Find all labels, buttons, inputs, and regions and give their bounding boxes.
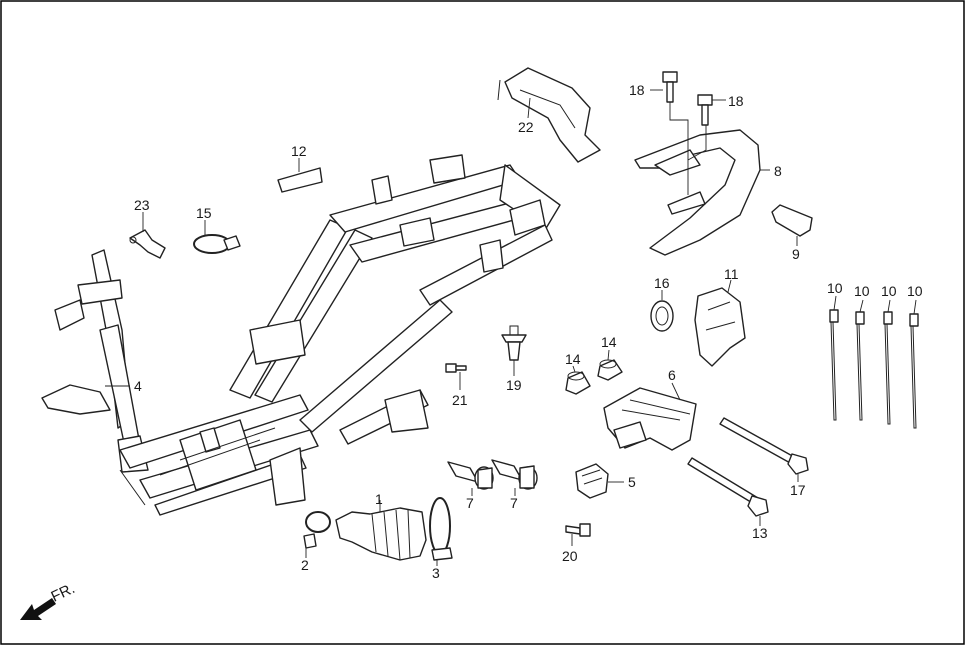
part-3-clamp [429, 497, 453, 566]
callout-9: 9 [792, 246, 800, 262]
part-6-bracket [603, 382, 697, 451]
part-5-block [575, 463, 624, 499]
callout-13: 13 [752, 525, 768, 541]
callout-18b: 18 [728, 93, 744, 109]
callout-6: 6 [668, 367, 676, 383]
part-18-bolts [650, 71, 726, 126]
callout-20: 20 [562, 548, 578, 564]
callout-1: 1 [375, 491, 383, 507]
callout-10c: 10 [881, 283, 897, 299]
part-16-grommet [650, 290, 674, 332]
callout-5: 5 [628, 474, 636, 490]
callout-3: 3 [432, 565, 440, 581]
callout-8: 8 [774, 163, 782, 179]
part-15-band [193, 220, 241, 254]
part-22-bracket [497, 67, 601, 163]
callout-4: 4 [134, 378, 142, 394]
part-19-clip [501, 325, 527, 376]
part-20-screw [565, 523, 591, 546]
callout-22: 22 [518, 119, 534, 135]
callout-10d: 10 [907, 283, 923, 299]
part-12-plate [277, 158, 323, 193]
callout-11: 11 [724, 266, 739, 282]
direction-label: FR. [49, 580, 78, 606]
callout-21: 21 [452, 392, 468, 408]
front-arrow-icon [20, 598, 56, 620]
callout-2: 2 [301, 557, 309, 573]
part-21-screw [445, 363, 467, 390]
part-8-grab-rail [634, 95, 770, 256]
part-7-dampers [447, 459, 538, 496]
part-1-boot [335, 500, 427, 561]
callout-17: 17 [790, 482, 806, 498]
callout-15: 15 [196, 205, 212, 221]
part-14-nuts [565, 349, 623, 395]
callout-23: 23 [134, 197, 150, 213]
part-2-clamp [303, 511, 331, 558]
callout-14b: 14 [601, 334, 617, 350]
callout-10b: 10 [854, 283, 870, 299]
main-frame [41, 154, 561, 516]
callout-19: 19 [506, 377, 522, 393]
callout-16: 16 [654, 275, 670, 291]
part-9-cap [771, 204, 813, 246]
callout-7a: 7 [466, 495, 474, 511]
part-10-cable-ties [829, 295, 919, 429]
callout-18a: 18 [629, 82, 645, 98]
callout-10a: 10 [827, 280, 843, 296]
callout-labels: 1 2 3 4 5 6 7 7 8 9 10 10 10 10 11 12 13… [134, 82, 923, 581]
part-11-shield [694, 279, 746, 367]
callout-12: 12 [291, 143, 307, 159]
part-23-clip [129, 212, 166, 259]
callout-7b: 7 [510, 495, 518, 511]
callout-14a: 14 [565, 351, 581, 367]
part-17-13-bolts [687, 417, 809, 526]
front-direction-indicator: FR. [20, 580, 78, 620]
